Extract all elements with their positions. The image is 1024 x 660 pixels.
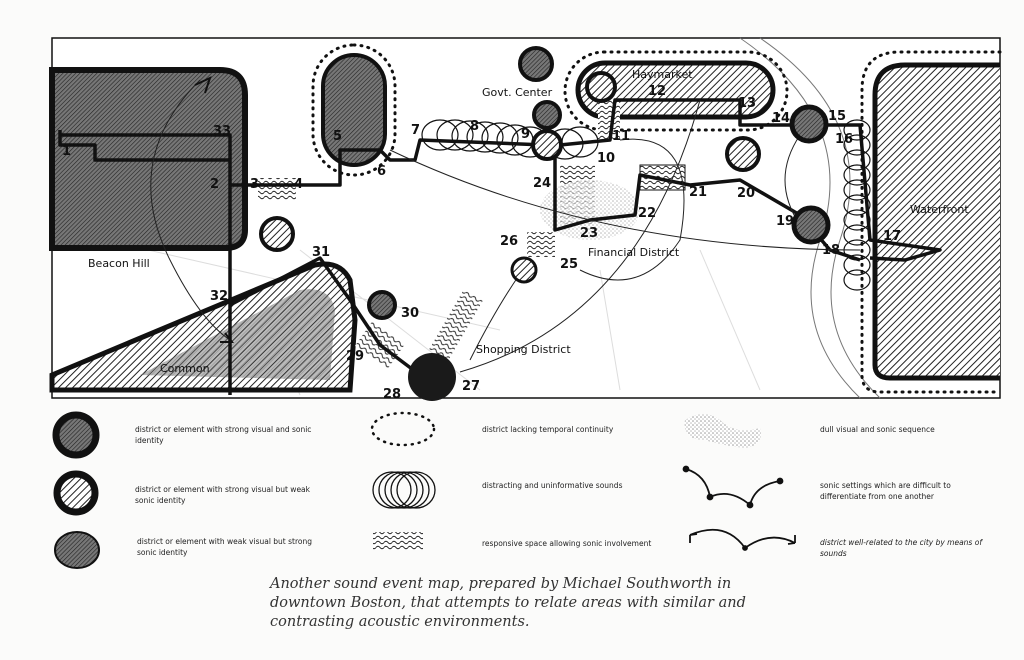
arrow-head <box>194 76 212 94</box>
dull-sequence-financial <box>540 180 640 240</box>
haymarket-ring <box>585 71 617 103</box>
figure-caption: Another sound event map, prepared by Mic… <box>270 576 746 630</box>
waterfront-district <box>872 62 1000 381</box>
place-govt-center: Govt. Center <box>482 86 553 99</box>
point-labels: 1 2 3 4 5 6 7 8 9 10 11 12 13 14 15 16 1… <box>62 84 901 402</box>
legend-text-temporal-continuity: district lacking temporal continuity <box>482 425 614 434</box>
element-19 <box>791 205 831 245</box>
legend-linked-arcs-icon <box>682 465 784 509</box>
point-label: 21 <box>689 185 707 200</box>
element-9-ring <box>531 129 563 161</box>
point-label: 4 <box>294 177 303 192</box>
point-label: 28 <box>383 387 401 402</box>
point-label: 27 <box>462 379 480 394</box>
element-ring-beacon <box>259 216 295 252</box>
point-label: 17 <box>883 229 901 244</box>
dotted-boundary-5 <box>311 43 397 177</box>
point-label: 22 <box>638 206 656 221</box>
element-27-shopping <box>408 353 456 401</box>
point-label: 19 <box>776 214 794 229</box>
place-haymarket: Haymarket <box>632 68 693 81</box>
responsive-space-26 <box>527 232 555 257</box>
expressway-edge <box>759 37 881 399</box>
legend-text-well-related: district well-related to the city by mea… <box>820 538 982 558</box>
point-label: 33 <box>213 124 231 139</box>
legend-text-strong-visual-weak-sonic: district or element with strong visual b… <box>135 485 310 505</box>
dotted-boundary-waterfront <box>860 50 1002 394</box>
legend-ring-circle-icon <box>53 470 99 516</box>
place-waterfront: Waterfront <box>910 203 969 216</box>
point-label: 14 <box>772 111 790 126</box>
point-label: 18 <box>822 243 840 258</box>
place-shopping-district: Shopping District <box>476 343 571 356</box>
point-label: 6 <box>377 164 386 179</box>
point-label: 20 <box>737 186 755 201</box>
legend-text-dull-sequence: dull visual and sonic sequence <box>820 425 935 434</box>
legend-overlapping-circles-icon <box>372 471 436 509</box>
common-inner-shading <box>140 289 335 380</box>
responsive-space-21 <box>639 164 686 191</box>
legend-dotted-oval-icon <box>370 411 436 447</box>
place-common: Common <box>160 362 210 375</box>
place-financial-district: Financial District <box>588 246 680 259</box>
point-label: 10 <box>597 151 615 166</box>
responsive-space-3-4 <box>258 178 296 200</box>
element-14 <box>789 104 829 144</box>
point-label: 23 <box>580 226 598 241</box>
legend-dark-circle-icon <box>52 411 100 459</box>
legend-text-difficult-differentiate: sonic settings which are difficult to di… <box>820 481 951 501</box>
element-9-dark <box>532 100 562 130</box>
point-label: 12 <box>648 84 666 99</box>
point-label: 32 <box>210 289 228 304</box>
place-beacon-hill: Beacon Hill <box>88 257 150 270</box>
legend-stippled-area-icon <box>684 414 761 448</box>
legend-double-arrow-arc-icon <box>689 528 796 551</box>
point-label: 31 <box>312 245 330 260</box>
point-label: 8 <box>470 119 479 134</box>
route-path <box>58 98 942 395</box>
relation-arcs <box>150 79 861 373</box>
point-label: 7 <box>411 123 420 138</box>
point-label: 9 <box>521 127 530 142</box>
legend-shaded-oval-icon <box>54 531 100 569</box>
point-label: 29 <box>346 349 364 364</box>
dotted-boundary-haymarket <box>563 50 789 132</box>
point-label: 3 <box>250 177 259 192</box>
legend-text-distracting-sounds: distracting and uninformative sounds <box>482 481 623 490</box>
point-label: 16 <box>835 132 853 147</box>
element-30 <box>367 290 397 320</box>
legend-text-strong-visual-sonic: district or element with strong visual a… <box>135 425 312 445</box>
legend-text-weak-visual-strong-sonic: district or element with weak visual but… <box>137 537 312 557</box>
point-label: 15 <box>828 109 846 124</box>
point-label: 5 <box>333 129 342 144</box>
arrow-head <box>220 332 235 343</box>
point-label: 13 <box>738 96 756 111</box>
element-ring-25 <box>510 256 538 284</box>
point-label: 25 <box>560 257 578 272</box>
point-label: 26 <box>500 234 518 249</box>
legend-text-responsive-space: responsive space allowing sonic involvem… <box>482 539 652 548</box>
responsive-space-shopping <box>428 289 484 361</box>
haymarket-district <box>575 60 776 120</box>
point-label: 30 <box>401 306 419 321</box>
point-label: 11 <box>612 129 630 144</box>
govt-center-element <box>518 46 554 82</box>
element-5-oval <box>321 53 387 167</box>
point-label: 1 <box>62 144 71 159</box>
element-ring-20 <box>725 136 761 172</box>
point-label: 2 <box>210 177 219 192</box>
legend-symbols <box>52 411 796 569</box>
legend-wavy-lines-icon <box>373 532 423 550</box>
point-label: 24 <box>533 176 551 191</box>
